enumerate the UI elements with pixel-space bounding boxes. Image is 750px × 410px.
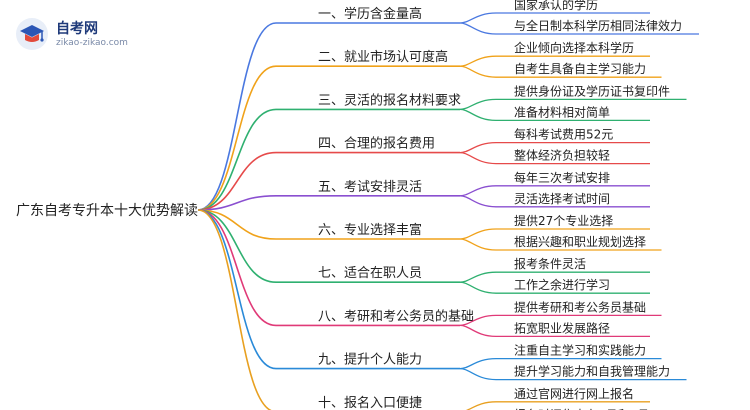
leaf-connector bbox=[459, 65, 497, 78]
leaf-label: 自考生具备自主学习能力 bbox=[514, 61, 646, 76]
branch-label: 五、考试安排灵活 bbox=[318, 180, 422, 195]
leaf-label: 工作之余进行学习 bbox=[514, 277, 610, 292]
logo-title: 自考网 bbox=[56, 21, 98, 37]
leaf-connector bbox=[459, 271, 497, 283]
leaf-label: 报名时间集中在1月和4月 bbox=[514, 407, 649, 410]
branch-connector bbox=[197, 22, 277, 211]
leaf-label: 灵活选择考试时间 bbox=[514, 191, 610, 206]
leaf-connector bbox=[459, 22, 497, 35]
root-topic: 广东自考专升本十大优势解读 bbox=[16, 202, 198, 219]
branch-label: 一、学历含金量高 bbox=[318, 6, 422, 22]
branch-label: 二、就业市场认可度高 bbox=[318, 49, 448, 65]
leaf-connector bbox=[459, 98, 497, 111]
leaf-connector bbox=[459, 281, 497, 294]
logo-url: zikao-zikao.com bbox=[56, 38, 128, 48]
leaf-connector bbox=[459, 185, 497, 197]
leaf-label: 根据兴趣和职业规划选择 bbox=[514, 234, 646, 249]
leaf-label: 国家承认的学历 bbox=[514, 0, 598, 12]
branch-label: 六、专业选择丰富 bbox=[318, 222, 422, 238]
leaf-label: 准备材料相对简单 bbox=[514, 105, 610, 119]
branch-connector bbox=[197, 195, 277, 211]
leaf-label: 企业倾向选择本科学历 bbox=[514, 40, 634, 55]
branch-connector bbox=[197, 65, 277, 211]
branch-label: 九、提升个人能力 bbox=[318, 352, 422, 368]
leaf-label: 报考条件灵活 bbox=[514, 256, 586, 271]
branch-label: 十、报名入口便捷 bbox=[318, 395, 422, 410]
leaf-label: 提供身份证及学历证书复印件 bbox=[514, 83, 670, 98]
graduation-cap-icon bbox=[16, 18, 48, 50]
leaf-label: 拓宽职业发展路径 bbox=[514, 320, 610, 335]
branch-connector bbox=[197, 209, 277, 370]
leaf-connector bbox=[459, 367, 497, 381]
leaf-connector bbox=[459, 228, 497, 240]
leaf-connector bbox=[459, 238, 497, 251]
leaf-label: 整体经济负担较轻 bbox=[514, 148, 610, 163]
leaf-label: 提供27个专业选择 bbox=[514, 213, 613, 228]
leaf-connector bbox=[459, 141, 497, 154]
leaf-label: 与全日制本科学历相同法律效力 bbox=[514, 18, 682, 33]
leaf-connector bbox=[459, 357, 497, 370]
branch-label: 八、考研和考公务员的基础 bbox=[318, 308, 474, 324]
leaf-label: 每年三次考试安排 bbox=[514, 170, 610, 185]
leaf-label: 每科考试费用52元 bbox=[514, 127, 613, 142]
leaf-connector bbox=[459, 55, 497, 67]
leaf-label: 提升学习能力和自我管理能力 bbox=[514, 364, 670, 379]
branch-label: 四、合理的报名费用 bbox=[318, 136, 435, 152]
branch-connector bbox=[197, 209, 273, 410]
leaf-connector bbox=[459, 108, 497, 122]
branch-label: 三、灵活的报名材料要求 bbox=[318, 92, 461, 108]
leaf-connector bbox=[459, 195, 497, 208]
site-logo[interactable]: 自考网 zikao-zikao.com bbox=[16, 16, 156, 56]
leaf-label: 通过官网进行网上报名 bbox=[514, 386, 634, 401]
branch-connector bbox=[197, 209, 277, 283]
leaf-connector bbox=[459, 12, 497, 24]
branch-connector bbox=[197, 209, 277, 240]
leaf-connector bbox=[459, 151, 497, 165]
leaf-label: 提供考研和考公务员基础 bbox=[514, 299, 646, 314]
branch-connector bbox=[197, 151, 277, 211]
leaf-connector bbox=[465, 401, 497, 410]
branch-connector bbox=[197, 209, 277, 327]
leaf-label: 注重自主学习和实践能力 bbox=[514, 343, 646, 358]
branch-label: 七、适合在职人员 bbox=[318, 266, 422, 281]
branch-connector bbox=[197, 108, 277, 211]
leaf-connector bbox=[459, 324, 497, 338]
